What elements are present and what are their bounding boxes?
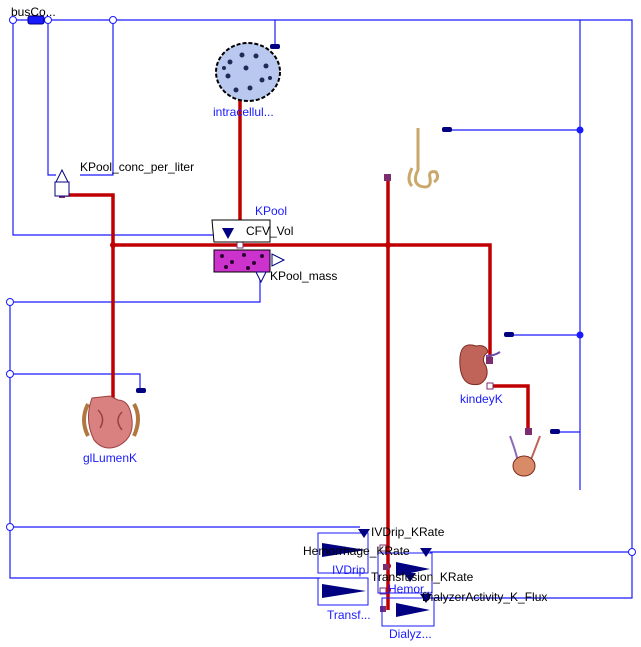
pool-icon[interactable] bbox=[211, 219, 286, 284]
kidney-label: kindeyK bbox=[460, 392, 503, 406]
dialyzer-box[interactable] bbox=[381, 597, 435, 627]
source-arrows bbox=[322, 529, 432, 617]
ivdrip-krate-label: IVDrip_KRate bbox=[371, 525, 445, 539]
source-icon bbox=[322, 543, 366, 557]
signal-junctions bbox=[6, 16, 636, 556]
bus-line-conc-2[interactable] bbox=[80, 20, 114, 176]
flow-gi[interactable] bbox=[62, 193, 115, 420]
dialyz-label: Dialyz... bbox=[389, 627, 432, 641]
gi-lumen-label: glLumenK bbox=[83, 451, 138, 465]
bus-line-mass[interactable] bbox=[10, 275, 261, 303]
signal-wires bbox=[9, 19, 633, 599]
bus-line-left[interactable] bbox=[9, 302, 320, 579]
flow-ports bbox=[59, 69, 532, 612]
kpool-mass-label: KPool_mass bbox=[270, 269, 338, 283]
cfv-vol-label: CFV_Vol bbox=[246, 224, 294, 238]
ivdrip-label: IVDrip bbox=[332, 563, 366, 577]
hemor-label: Hemor... bbox=[388, 582, 434, 596]
dialyzer-flux-label: DialyzerActivity_K_Flux bbox=[422, 590, 548, 604]
hemorrhage-krate-label: Hemorrhage_KRate bbox=[303, 544, 410, 558]
intracellular-label: intracellul... bbox=[213, 105, 274, 119]
flow-bladder[interactable] bbox=[490, 384, 530, 432]
bus-label: busCo... bbox=[11, 5, 56, 19]
bus-connector-icon[interactable] bbox=[27, 15, 45, 25]
transf-label: Transf... bbox=[327, 608, 371, 622]
intestine-icon[interactable] bbox=[82, 395, 140, 449]
hemorrhage-box[interactable] bbox=[377, 552, 433, 594]
conc-output-icon[interactable] bbox=[54, 168, 70, 197]
source-blocks bbox=[317, 532, 435, 627]
transfusion-box[interactable] bbox=[317, 577, 369, 606]
cell-icon[interactable] bbox=[215, 42, 281, 102]
kpool-conc-label: KPool_conc_per_liter bbox=[80, 160, 195, 174]
bus-line-gi[interactable] bbox=[10, 373, 141, 390]
ivdrip-box[interactable] bbox=[317, 532, 369, 574]
bus-line-conc[interactable] bbox=[47, 20, 56, 176]
connector-heads bbox=[136, 44, 560, 434]
kidney-icon[interactable] bbox=[459, 344, 501, 386]
flow-lines bbox=[62, 72, 530, 610]
transfusion-krate-label: Transfusion_KRate bbox=[371, 570, 474, 584]
bus-line-cfv[interactable] bbox=[12, 20, 240, 236]
bus-line-right[interactable] bbox=[430, 19, 633, 599]
bladder-icon[interactable] bbox=[509, 435, 541, 477]
loop-of-henle-icon[interactable] bbox=[407, 128, 440, 189]
kpool-label: KPool bbox=[255, 204, 288, 218]
